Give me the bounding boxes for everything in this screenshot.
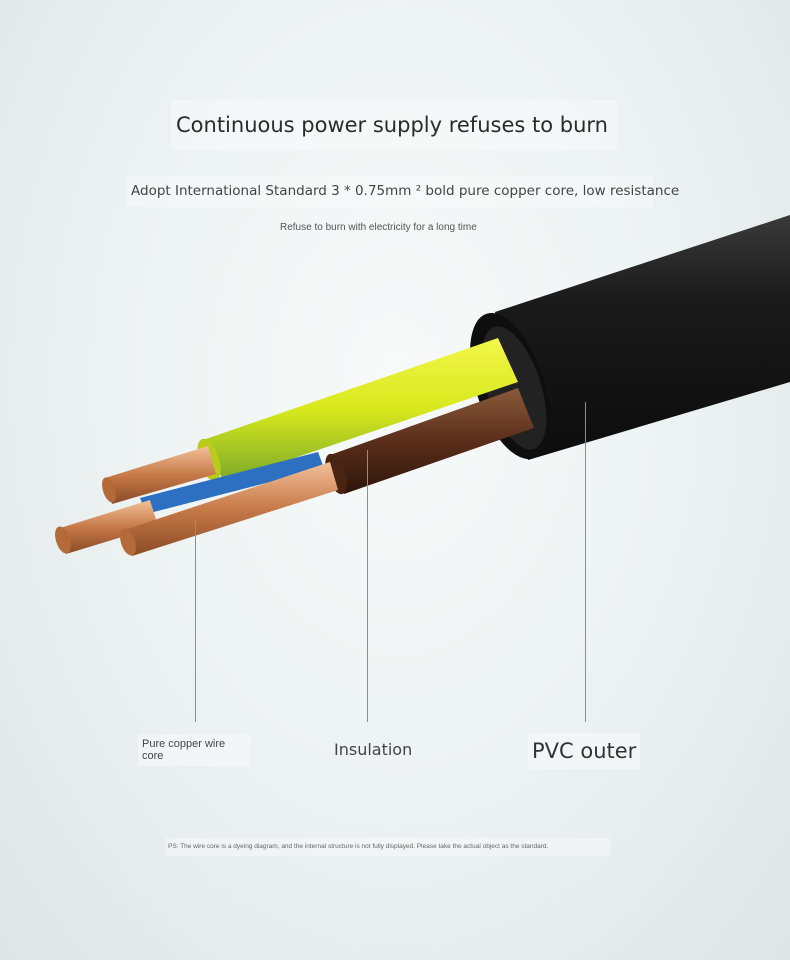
page-title: Continuous power supply refuses to burn xyxy=(171,100,617,150)
copper-strands xyxy=(55,446,338,556)
footnote: PS: The wire core is a dyeing diagram, a… xyxy=(165,838,610,856)
copper-core-label: Pure copper wire core xyxy=(138,734,250,766)
insulation-pointer-line xyxy=(367,450,368,722)
spec-subtitle: Adopt International Standard 3 * 0.75mm … xyxy=(127,176,679,207)
pvc-pointer-line xyxy=(585,402,586,722)
pvc-outer-label: PVC outer xyxy=(528,733,640,769)
blue-wire xyxy=(140,452,324,514)
copper-pointer-line xyxy=(195,520,196,722)
tagline: Refuse to burn with electricity for a lo… xyxy=(280,222,477,233)
insulation-label: Insulation xyxy=(334,740,413,759)
